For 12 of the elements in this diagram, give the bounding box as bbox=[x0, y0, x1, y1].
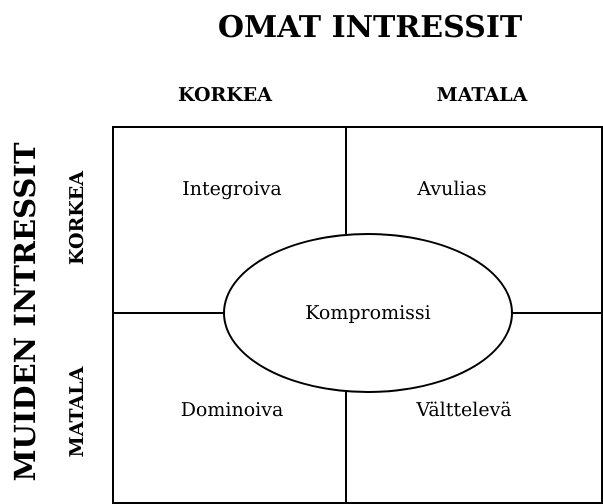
quadrant-label: Integroiva bbox=[182, 178, 282, 200]
row-header: MATALA bbox=[66, 366, 88, 458]
title: OMAT INTRESSIT bbox=[218, 10, 522, 45]
quadrant-label: Välttelevä bbox=[416, 399, 512, 421]
ellipse-label: Kompromissi bbox=[305, 302, 431, 324]
axis-title: MUIDEN INTRESSIT bbox=[8, 142, 42, 482]
quadrant-label: Dominoiva bbox=[180, 399, 284, 421]
column-header: KORKEA bbox=[178, 84, 272, 106]
row-header: KORKEA bbox=[66, 170, 88, 266]
quadrant-label: Avulias bbox=[417, 178, 487, 200]
compromise-ellipse bbox=[223, 233, 513, 393]
column-header: MATALA bbox=[436, 84, 528, 106]
